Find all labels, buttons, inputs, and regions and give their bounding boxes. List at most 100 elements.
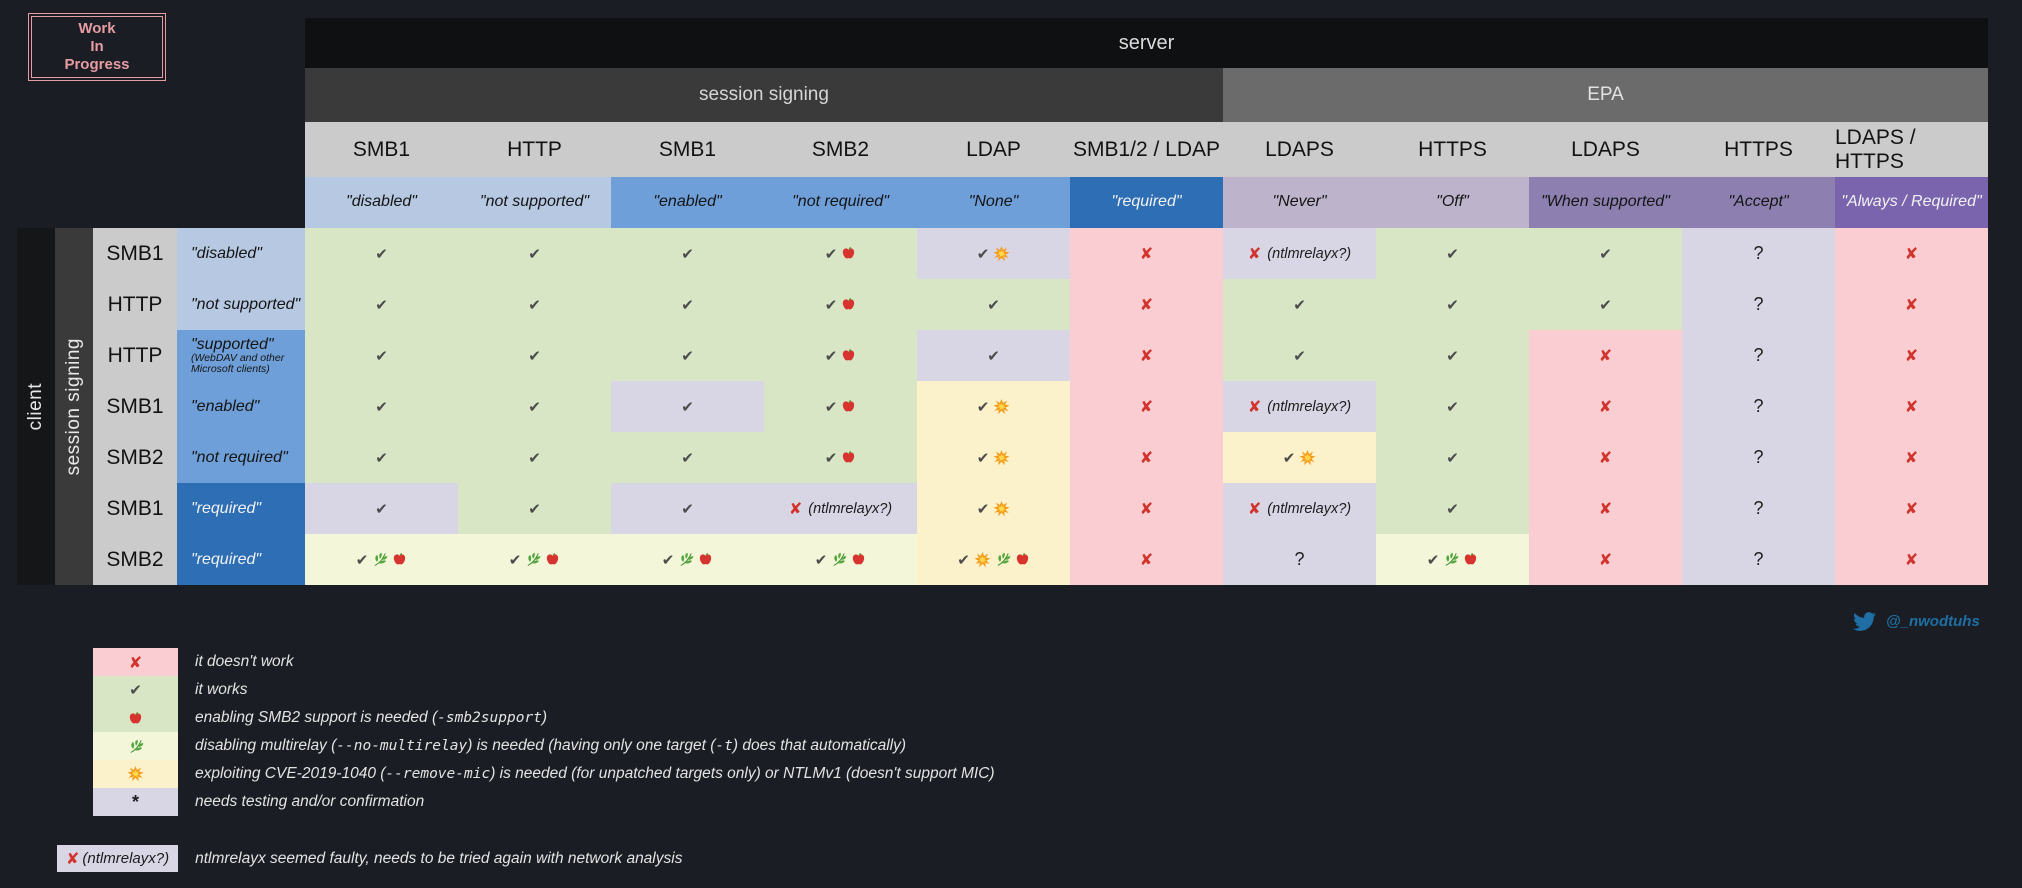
matrix-cell: ✘	[1070, 483, 1223, 534]
matrix-cell: ✔	[1376, 228, 1529, 279]
cross-icon: ✘	[788, 499, 803, 518]
matrix-cell: ✔	[305, 432, 458, 483]
matrix-cell: ✔	[917, 381, 1070, 432]
legend-text-segment: ) does that automatically)	[732, 737, 907, 754]
row-setting-subtext: (WebDAV and other Microsoft clients)	[191, 352, 285, 376]
question-mark: ?	[1753, 396, 1764, 416]
check-icon: ✔	[824, 346, 838, 365]
row-setting-header: "disabled"	[177, 228, 305, 279]
apple-icon	[698, 552, 713, 567]
cell-note: (ntlmrelayx?)	[1267, 398, 1352, 415]
legend-text-segment: needs testing and/or confirmation	[195, 793, 425, 810]
matrix-cell: ✔	[611, 279, 764, 330]
matrix-cell: ✔	[764, 228, 917, 279]
cross-icon: ✘	[1904, 550, 1919, 569]
cross-icon: ✘	[1139, 550, 1154, 569]
matrix-cell: ?	[1682, 228, 1835, 279]
check-icon: ✔	[375, 499, 388, 518]
cross-icon: ✘	[1598, 346, 1613, 365]
twitter-handle[interactable]: @_nwodtuhs	[1886, 613, 1980, 630]
legend-text: enabling SMB2 support is needed (-smb2su…	[195, 709, 547, 727]
matrix-cell: ✔	[305, 330, 458, 381]
matrix-cell: ✔	[917, 534, 1070, 585]
matrix-cell: ✔	[917, 483, 1070, 534]
check-icon: ✔	[824, 295, 838, 314]
client-axis-header: client	[17, 228, 55, 585]
question-mark: ?	[1753, 243, 1764, 263]
legend-code: -t	[715, 738, 733, 754]
matrix-cell: ✔	[458, 534, 611, 585]
row-protocol-header: HTTP	[93, 279, 177, 330]
check-icon: ✔	[681, 448, 694, 467]
cross-icon: ✘	[1904, 295, 1919, 314]
matrix-cell: ✔	[917, 432, 1070, 483]
check-icon: ✔	[681, 244, 694, 263]
check-icon: ✔	[976, 244, 990, 263]
row-setting-label: "not required"	[191, 448, 288, 466]
cross-icon: ✘	[1904, 397, 1919, 416]
herb-icon	[1443, 552, 1459, 567]
row-protocol-header: SMB1	[93, 483, 177, 534]
matrix-cell: ✔	[764, 279, 917, 330]
cross-icon: ✘	[1598, 499, 1613, 518]
legend-row: exploiting CVE-2019-1040 (--remove-mic) …	[93, 760, 995, 788]
legend-text-segment: ) is needed (having only one target (	[467, 737, 716, 754]
question-mark: ?	[1753, 294, 1764, 314]
apple-icon	[841, 246, 856, 261]
matrix-cell: ✘	[1070, 228, 1223, 279]
cross-icon: ✘	[1247, 397, 1262, 416]
matrix-cell: ✘	[1070, 381, 1223, 432]
client-session-signing-label: session signing	[63, 337, 84, 476]
col-setting-header: "Never"	[1223, 177, 1376, 228]
col-setting-header: "enabled"	[611, 177, 764, 228]
twitter-credit: @_nwodtuhs	[1851, 610, 1980, 633]
legend-text: needs testing and/or confirmation	[195, 793, 424, 811]
boom-icon	[974, 551, 991, 568]
matrix-cell: ✔	[305, 228, 458, 279]
matrix-cell: ✔	[611, 228, 764, 279]
matrix-cell: ✔	[1529, 228, 1682, 279]
col-protocol-header: SMB1	[611, 122, 764, 177]
check-icon: ✔	[814, 550, 828, 569]
matrix-cell: ✘(ntlmrelayx?)	[764, 483, 917, 534]
check-icon: ✔	[375, 295, 388, 314]
question-mark: ?	[1294, 549, 1305, 569]
cross-icon: ✘	[1139, 244, 1154, 263]
footnote: ✘ (ntlmrelayx?) ntlmrelayx seemed faulty…	[57, 845, 682, 872]
col-setting-header: "When supported"	[1529, 177, 1682, 228]
matrix-cell: ✔	[458, 381, 611, 432]
col-setting-header: "None"	[917, 177, 1070, 228]
check-icon: ✔	[528, 295, 541, 314]
check-icon: ✔	[681, 499, 694, 518]
matrix-cell: ✔	[1223, 279, 1376, 330]
twitter-bird-icon	[1851, 610, 1878, 633]
matrix-cell: ✔	[1376, 381, 1529, 432]
row-protocol-header: SMB2	[93, 534, 177, 585]
row-setting-header: "not supported"	[177, 279, 305, 330]
row-setting-label: "disabled"	[191, 244, 262, 262]
row-protocol-header: HTTP	[93, 330, 177, 381]
boom-icon	[993, 500, 1010, 517]
col-protocol-header: LDAPS	[1223, 122, 1376, 177]
matrix-cell: ✔	[917, 279, 1070, 330]
check-icon: ✔	[1446, 499, 1459, 518]
col-protocol-header: HTTPS	[1682, 122, 1835, 177]
cross-icon: ✘	[1598, 448, 1613, 467]
herb-icon	[525, 552, 541, 567]
col-protocol-header: HTTP	[458, 122, 611, 177]
matrix-cell: ✔	[1376, 330, 1529, 381]
legend-text-segment: )	[541, 709, 548, 726]
cross-icon: ✘	[1139, 397, 1154, 416]
apple-icon	[841, 297, 856, 312]
matrix-cell: ✔	[458, 279, 611, 330]
herb-icon	[678, 552, 694, 567]
server-axis-header: server	[305, 18, 1988, 68]
matrix-cell: ✔	[1529, 279, 1682, 330]
col-protocol-header: SMB1	[305, 122, 458, 177]
matrix-cell: ✔	[1376, 534, 1529, 585]
matrix-cell: ✔	[305, 483, 458, 534]
legend-swatch	[93, 760, 178, 788]
cross-icon: ✘	[1139, 448, 1154, 467]
matrix-cell: ✔	[917, 330, 1070, 381]
cross-icon: ✘	[1247, 499, 1262, 518]
